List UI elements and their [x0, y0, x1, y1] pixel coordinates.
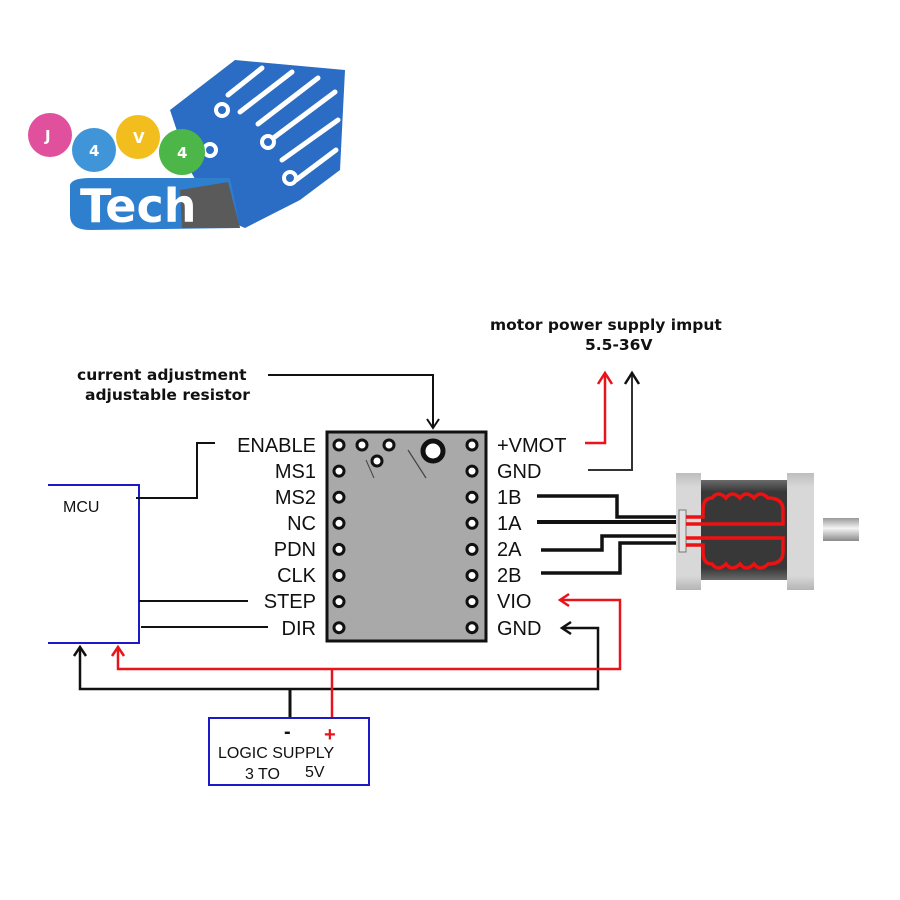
pin-label-clk: CLK [277, 565, 317, 587]
pin-label-step: STEP [264, 591, 316, 613]
arrow-up-black-icon [623, 370, 641, 385]
pin-hole [355, 438, 369, 452]
pin-label-gnd-logic: GND [497, 618, 541, 640]
enable-wire [136, 442, 215, 499]
logic-supply-range-to: 5V [305, 764, 325, 781]
pin-hole-pdn [332, 542, 346, 556]
vmot-wire [585, 375, 607, 445]
logic-supply-title: LOGIC SUPPLY [218, 745, 335, 762]
pin-hole-gnd [465, 621, 479, 635]
arrow-up-red-icon [596, 370, 614, 385]
left-pin-labels: ENABLE MS1 MS2 NC PDN CLK STEP DIR [237, 435, 317, 640]
pin-label-pdn: PDN [274, 539, 316, 561]
mcu-box [48, 484, 140, 644]
current-adjust-label: current adjustment [77, 366, 247, 384]
logo-circle-v [116, 115, 160, 159]
pin-label-2b: 2B [497, 565, 521, 587]
arrow-left-red-icon [557, 592, 570, 608]
potentiometer[interactable] [420, 438, 446, 464]
wire-1b [537, 494, 690, 519]
right-pin-holes [465, 438, 479, 635]
wire-2a [541, 534, 690, 552]
stepper-motor [676, 473, 859, 590]
motor-supply-label: motor power supply imput [490, 316, 722, 334]
motor-coils [686, 492, 785, 570]
motor-gnd-wire [588, 375, 633, 471]
logo-letter-circles: J 4 V 4 [28, 113, 205, 175]
pin-hole-1b [465, 490, 479, 504]
logo-circle-a2 [159, 129, 205, 175]
logo-tech-text: Tech [80, 179, 196, 233]
motor-connector [678, 509, 687, 553]
pin-hole [382, 438, 396, 452]
pin-label-vmot: +VMOT [497, 435, 566, 457]
logic-supply: - + LOGIC SUPPLY 3 TO 5V [208, 717, 370, 786]
pin-hole-nc [332, 516, 346, 530]
logo-letter-3: V [133, 129, 145, 147]
motor-endcap-right [787, 473, 814, 590]
arrow-up-red-icon [110, 644, 126, 657]
pin-hole-ms2 [332, 490, 346, 504]
pin-hole-dir [332, 621, 346, 635]
pin-label-1a: 1A [497, 513, 522, 535]
pin-hole-ms1 [332, 464, 346, 478]
driver-board [325, 430, 488, 643]
pin-label-2a: 2A [497, 539, 522, 561]
pin-label-ms1: MS1 [275, 461, 316, 483]
logo-letter-4: 4 [177, 144, 187, 162]
plus-terminal: + [324, 724, 336, 746]
mcu-label: MCU [63, 499, 99, 516]
wire-2b [541, 541, 690, 575]
pin-label-enable: ENABLE [237, 435, 316, 457]
coil-wires [537, 494, 690, 575]
logic-vio-bus [116, 598, 622, 671]
pin-hole-2b [465, 569, 479, 582]
driver-board-body [325, 430, 488, 643]
logic-gnd-bus [78, 626, 600, 691]
logo-letter-1: J [44, 127, 51, 145]
arrow-down-icon [426, 418, 440, 430]
pin-hole-clk [332, 569, 346, 582]
pin-hole-gnd [465, 464, 479, 478]
logic-supply-range-from: 3 TO [245, 766, 280, 783]
pin-label-dir: DIR [282, 618, 316, 640]
pin-hole-enable [332, 438, 346, 452]
pin-hole-vmot [465, 438, 479, 452]
pin-hole-1a [465, 516, 479, 530]
pin-hole-vio [465, 595, 479, 609]
left-pin-holes [332, 438, 346, 635]
resistor-pointer-line [268, 374, 434, 427]
pin-hole-2a [465, 542, 479, 556]
motor-shaft [823, 518, 859, 541]
logo-circle-a [72, 128, 116, 172]
logic-supply-box [208, 717, 370, 786]
pin-label-gnd-motor: GND [497, 461, 541, 483]
java4tech-logo: Tech J 4 V 4 [28, 60, 345, 233]
pin-label-ms2: MS2 [275, 487, 316, 509]
pin-label-vio: VIO [497, 591, 531, 613]
logo-circle-j [28, 113, 72, 157]
logo-tech-banner: Tech [70, 178, 240, 233]
motor-supply-voltage: 5.5-36V [585, 336, 652, 354]
resistor-label: adjustable resistor [85, 386, 250, 404]
pin-hole-step [332, 595, 346, 609]
pin-hole [370, 454, 384, 468]
arrow-up-black-icon [72, 644, 88, 657]
logo-letter-2: 4 [89, 142, 99, 160]
pin-label-nc: NC [287, 513, 316, 535]
pin-label-1b: 1B [497, 487, 521, 509]
minus-terminal: - [284, 721, 291, 743]
mcu-block: MCU [48, 484, 140, 644]
arrow-left-black-icon [559, 620, 572, 636]
right-pin-labels: +VMOT GND 1B 1A 2A 2B VIO GND [497, 435, 566, 640]
